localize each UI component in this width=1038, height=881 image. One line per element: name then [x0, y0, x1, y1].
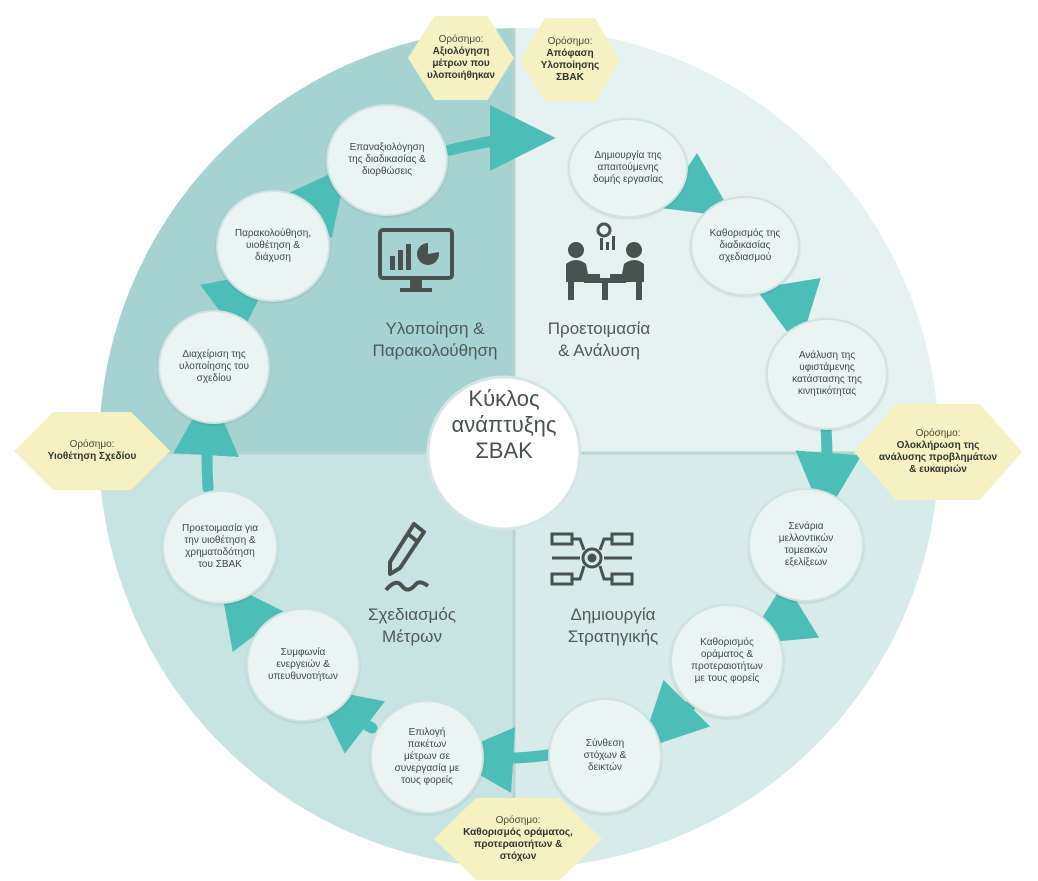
- milestone-label: Ορόσημο:: [69, 439, 115, 450]
- step-text: Καθορισμός της διαδικασίας σχεδιασμού: [709, 228, 781, 263]
- milestone-label: Ορόσημο:: [547, 36, 593, 47]
- step-text: Διαχείριση της υλοποίησης του σχεδίου: [178, 349, 249, 384]
- arrow-4: [795, 422, 862, 519]
- milestone-adoption: Ορόσημο: Υιοθέτηση Σχεδίου: [14, 412, 170, 490]
- step-re-evaluate-process: Επαναξιολόγηση της διαδικασίας & διορθώσ…: [326, 104, 448, 216]
- step-agree-actions: Συμφωνία ενεργειών & υπευθυνοτήτων: [246, 608, 360, 722]
- milestone-value: Απόφαση Υλοποίησης ΣΒΑΚ: [540, 48, 600, 83]
- milestone-label: Ορόσημο:: [915, 428, 961, 439]
- step-text: Παρακολούθηση, υιοθέτηση & διάχυση: [234, 228, 312, 263]
- phase-design-label: Σχεδιασμός Μέτρων: [367, 605, 456, 646]
- step-text: Καθορισμός οράματος & προτεραιοτήτων με …: [691, 637, 763, 684]
- strategy-flowchart-icon: [550, 532, 634, 586]
- arrow-6: [640, 679, 711, 750]
- step-text: Ανάλυση της υφιστάμενης κατάστασης της κ…: [792, 350, 862, 397]
- milestone-value: Ολοκλήρωση της ανάλυσης προβλημάτων & ευ…: [878, 440, 998, 475]
- step-monitor-evaluate: Παρακολούθηση, υιοθέτηση & διάχυση: [216, 190, 330, 302]
- arrow-7: [447, 727, 554, 794]
- center-circle: [426, 375, 582, 531]
- step-text: Επαναξιολόγηση της διαδικασίας & διορθώσ…: [348, 142, 426, 177]
- step-define-planning-process: Καθορισμός της διαδικασίας σχεδιασμού: [690, 196, 800, 296]
- pen-signature-icon: [384, 522, 430, 592]
- milestone-label: Ορόσημο:: [495, 815, 541, 826]
- milestone-vision: Ορόσημο: Καθορισμός οράματος, προτεραιοτ…: [434, 798, 602, 880]
- arrow-3: [755, 277, 821, 349]
- phase-preparation-label: Προετοιμασία & Ανάλυση: [547, 319, 651, 360]
- step-select-measure-packages: Επιλογή πακέτων μέτρων σε συνεργασία με …: [370, 700, 484, 814]
- step-targets-indicators: Σύνθεση στόχων & δεικτών: [548, 698, 662, 814]
- cycle-title: Κύκλος ανάπτυξης ΣΒΑΚ: [451, 386, 557, 463]
- phase-implementation-label: Υλοποίηση & Παρακολούθηση: [372, 319, 498, 360]
- step-text: Σύνθεση στόχων & δεικτών: [583, 738, 627, 773]
- milestone-value: Καθορισμός οράματος, προτεραιοτήτων & στ…: [463, 827, 573, 862]
- milestone-decision: Ορόσημο: Απόφαση Υλοποίησης ΣΒΑΚ: [520, 18, 620, 102]
- step-text: Σενάρια μελλοντικών τομεακών εξελίξεων: [778, 521, 834, 568]
- arrow-1: [444, 105, 556, 172]
- step-analyse-mobility: Ανάλυση της υφιστάμενης κατάστασης της κ…: [766, 318, 888, 430]
- presentation-chart-icon: [378, 228, 454, 292]
- step-prepare-adoption: Προετοιμασία για την υιοθέτηση & χρηματο…: [162, 490, 278, 604]
- arrow-10: [173, 389, 239, 494]
- step-text: Επιλογή πακέτων μέτρων σε συνεργασία με …: [394, 727, 460, 786]
- step-text: Συμφωνία ενεργειών & υπευθυνοτήτων: [268, 647, 338, 682]
- step-create-work-structure: Δημιουργία της απαιτούμενης δομής εργασί…: [568, 118, 688, 218]
- arrow-2: [660, 153, 734, 218]
- step-text: Δημιουργία της απαιτούμενης δομής εργασί…: [593, 150, 663, 185]
- milestone-analysis: Ορόσημο: Ολοκλήρωση της ανάλυσης προβλημ…: [854, 404, 1022, 500]
- milestone-value: Αξιολόγηση μέτρων που υλοποιήθηκαν: [427, 46, 495, 81]
- meeting-team-icon: [566, 222, 644, 300]
- step-vision-priorities: Καθορισμός οράματος & προτεραιοτήτων με …: [670, 604, 784, 718]
- step-text: Προετοιμασία για την υιοθέτηση & χρηματο…: [181, 523, 258, 570]
- arrow-5: [745, 581, 820, 645]
- milestone-label: Ορόσημο:: [438, 34, 484, 45]
- milestone-value: Υιοθέτηση Σχεδίου: [47, 451, 137, 462]
- step-manage-implementation: Διαχείριση της υλοποίησης του σχεδίου: [158, 310, 270, 424]
- step-future-scenarios: Σενάρια μελλοντικών τομεακών εξελίξεων: [748, 488, 864, 602]
- phase-strategy-label: Δημιουργία Στρατηγικής: [567, 605, 659, 646]
